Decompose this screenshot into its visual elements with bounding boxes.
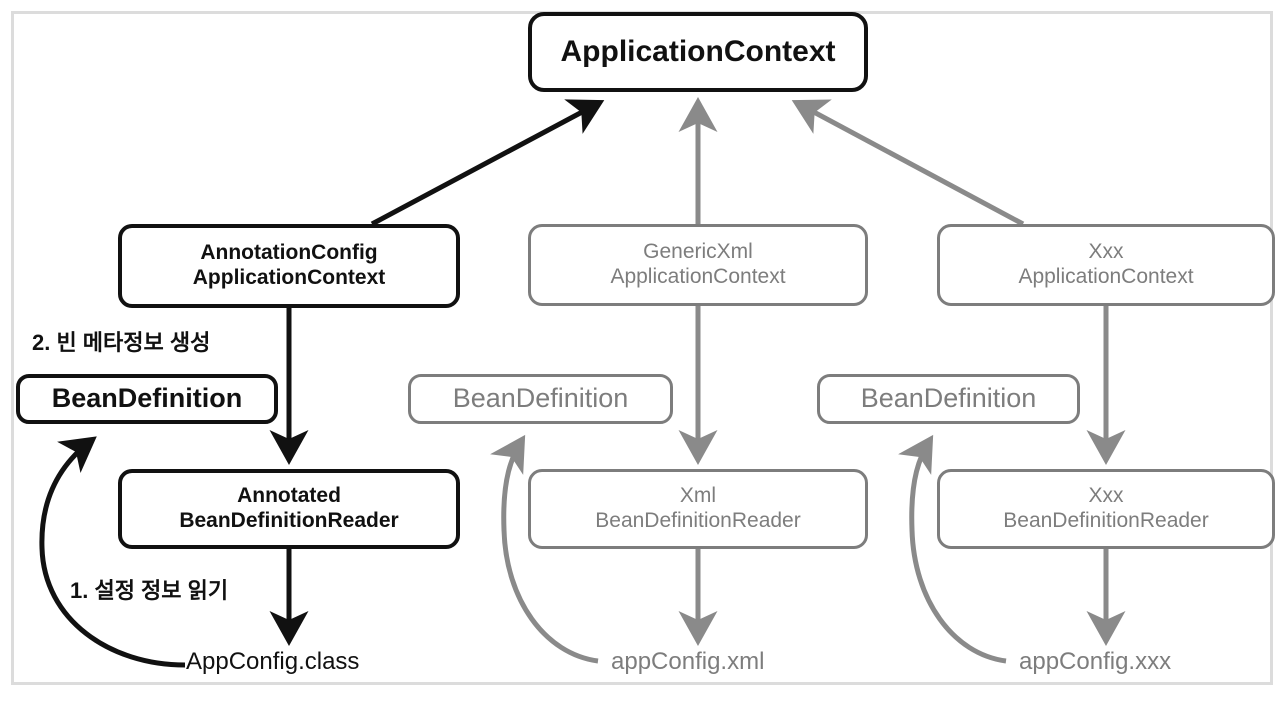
- node-xxx-bean-definition-reader: Xxx BeanDefinitionReader: [937, 469, 1275, 549]
- node-annotated-bean-definition-reader: Annotated BeanDefinitionReader: [118, 469, 460, 549]
- label-app-config-xml: appConfig.xml: [611, 648, 765, 675]
- node-xml-bean-definition-reader: Xml BeanDefinitionReader: [528, 469, 868, 549]
- label-app-config-xxx: appConfig.xxx: [1019, 648, 1172, 675]
- node-application-context: ApplicationContext: [528, 12, 868, 92]
- label-step-1-read-configuration: 1. 설정 정보 읽기: [70, 578, 229, 603]
- diagram-frame-border: [11, 11, 1273, 685]
- node-bean-definition-middle: BeanDefinition: [408, 374, 673, 424]
- node-annotation-config-application-context: AnnotationConfig ApplicationContext: [118, 224, 460, 308]
- label-app-config-class: AppConfig.class: [186, 648, 360, 675]
- node-xxx-application-context: Xxx ApplicationContext: [937, 224, 1275, 306]
- node-bean-definition-right: BeanDefinition: [817, 374, 1080, 424]
- label-step-2-create-bean-metadata: 2. 빈 메타정보 생성: [32, 330, 211, 355]
- node-generic-xml-application-context: GenericXml ApplicationContext: [528, 224, 868, 306]
- node-bean-definition-left: BeanDefinition: [16, 374, 278, 424]
